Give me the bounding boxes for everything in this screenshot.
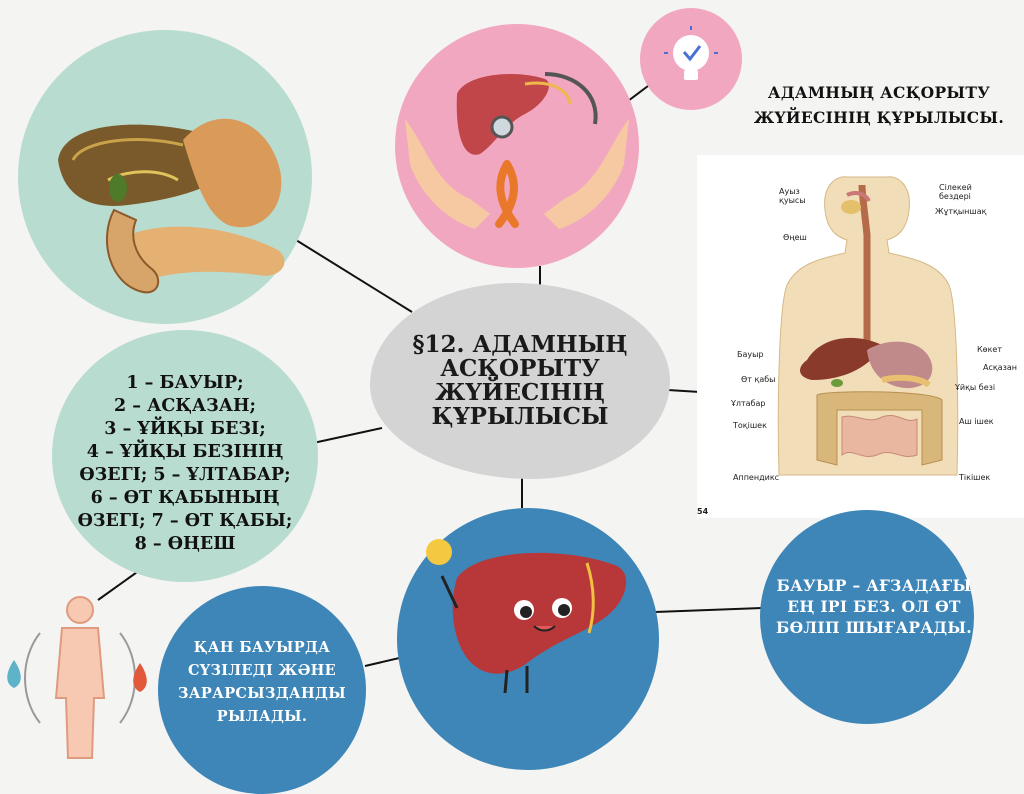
liver-fact-circle [760,510,974,724]
parts-list: 1 – БАУЫР; 2 – АСҚАЗАН; 3 – ҰЙҚЫ БЕЗІ; 4… [60,372,310,556]
label-gallbladder: Өт қабы [741,375,776,384]
parts-list-line: 6 – ӨТ ҚАБЫНЫҢ [90,488,280,508]
parts-list-line: ӨЗЕГІ; 7 – ӨТ ҚАБЫ; [77,511,293,531]
label-spleen: Көкет [977,345,1002,354]
label-appendix: Аппендикс [733,473,780,482]
human-cycle-illustration [7,596,147,759]
body-outline [777,176,959,476]
label-small-intestine: Аш ішек [959,417,994,426]
center-topic-blob: §12. АДАМНЫҢ АСҚОРЫТУ ЖҮЙЕСІНІҢ ҚҰРЫЛЫСЫ [370,283,670,479]
liver-fact-text: БАУЫР – АҒЗАДАҒЫ ЕҢ ІРІ БЕЗ. ОЛ ӨТ БӨЛІП… [776,576,972,637]
label-salivary: Сілекей бездері [939,183,972,201]
page-number: 54 [697,507,709,516]
liver-character-illustration [426,539,627,694]
label-mouth: Ауыз қуысы [779,187,806,205]
parts-list-circle [52,330,318,582]
digestive-system-diagram: Ауыз қуысы Сілекей бездері Жұтқыншақ Өңе… [697,155,1024,518]
label-liver: Бауыр [737,350,764,359]
lightbulb-icon-circle [640,8,742,110]
label-pancreas: Ұйқы безі [955,383,996,392]
liver-character-circle [397,508,659,770]
center-title: §12. АДАМНЫҢ АСҚОРЫТУ ЖҮЙЕСІНІҢ ҚҰРЫЛЫСЫ [412,331,628,430]
parts-list-line: ӨЗЕГІ; 5 – ҰЛТАБАР; [79,465,291,485]
label-pharynx: Жұтқыншақ [935,207,987,216]
label-large-intestine: Тоқішек [733,421,767,430]
parts-list-line: 1 – БАУЫР; [126,373,244,393]
blood-fact-circle [158,586,366,794]
label-esophagus: Өңеш [783,233,807,242]
liver-care-circle [395,24,639,268]
parts-list-line: 8 – ӨҢЕШ [134,534,236,554]
parts-list-line: 2 – АСҚАЗАН; [114,396,256,416]
organs-illustration-circle [18,30,312,324]
lightbulb-check-icon [664,26,718,80]
organs-illustration [58,118,285,294]
heading-line-2: ЖҮЙЕСІНІҢ ҚҰРЫЛЫСЫ. [753,108,1005,127]
liver-hands-illustration [405,72,629,229]
page-heading: АДАМНЫҢ АСҚОРЫТУ ЖҮЙЕСІНІҢ ҚҰРЫЛЫСЫ. [748,80,1010,130]
parts-list-line: 4 – ҰЙҚЫ БЕЗІНІҢ [86,442,284,462]
label-duodenum: Ұлтабар [731,399,766,408]
parts-list-line: 3 – ҰЙҚЫ БЕЗІ; [104,419,266,439]
label-stomach: Асқазан [983,363,1017,372]
label-rectum: Тікішек [959,473,991,482]
heading-line-1: АДАМНЫҢ АСҚОРЫТУ [767,83,991,102]
blood-fact-text: ҚАН БАУЫРДА СҮЗІЛЕДІ ЖӘНЕ ЗАРАРСЫЗДАНДЫ … [178,639,346,725]
